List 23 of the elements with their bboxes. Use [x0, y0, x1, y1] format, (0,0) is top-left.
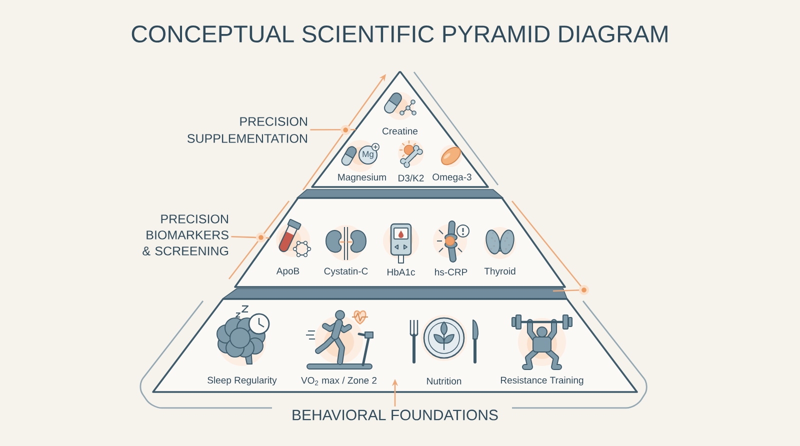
item-label: Thyroid: [484, 268, 516, 276]
tier-label: BEHAVIORAL FOUNDATIONS: [292, 410, 498, 420]
item-label: HbA1c: [388, 268, 415, 276]
item-label: VO$_{2}$ max / Zone 2: [301, 376, 377, 386]
leader-line: [231, 236, 270, 239]
item-label: Magnesium: [338, 174, 386, 182]
item-label: Omega-3: [432, 174, 472, 182]
tier-label: PRECISION BIOMARKERS & SCREENING: [142, 214, 228, 256]
item-label: Cystatin-C: [324, 268, 368, 276]
item-label: Nutrition: [427, 378, 462, 384]
item-label: D3/K2: [398, 174, 424, 182]
title: CONCEPTUAL SCIENTIFIC PYRAMID DIAGRAM: [132, 26, 668, 42]
pyramid-tier: [234, 197, 566, 288]
leader-line: [310, 128, 356, 130]
item-label: Resistance Training: [500, 376, 584, 386]
item-label: ApoB: [276, 268, 300, 276]
pyramid-tier: [152, 298, 638, 393]
symbol-label: Mg: [362, 151, 374, 159]
item-label: Sleep Regularity: [208, 376, 277, 386]
pyramid-tier: [311, 71, 489, 188]
item-label: Creatine: [382, 128, 418, 134]
tier-label: PRECISION SUPPLEMENTATION: [188, 117, 307, 143]
item-label: hs-CRP: [435, 268, 468, 276]
